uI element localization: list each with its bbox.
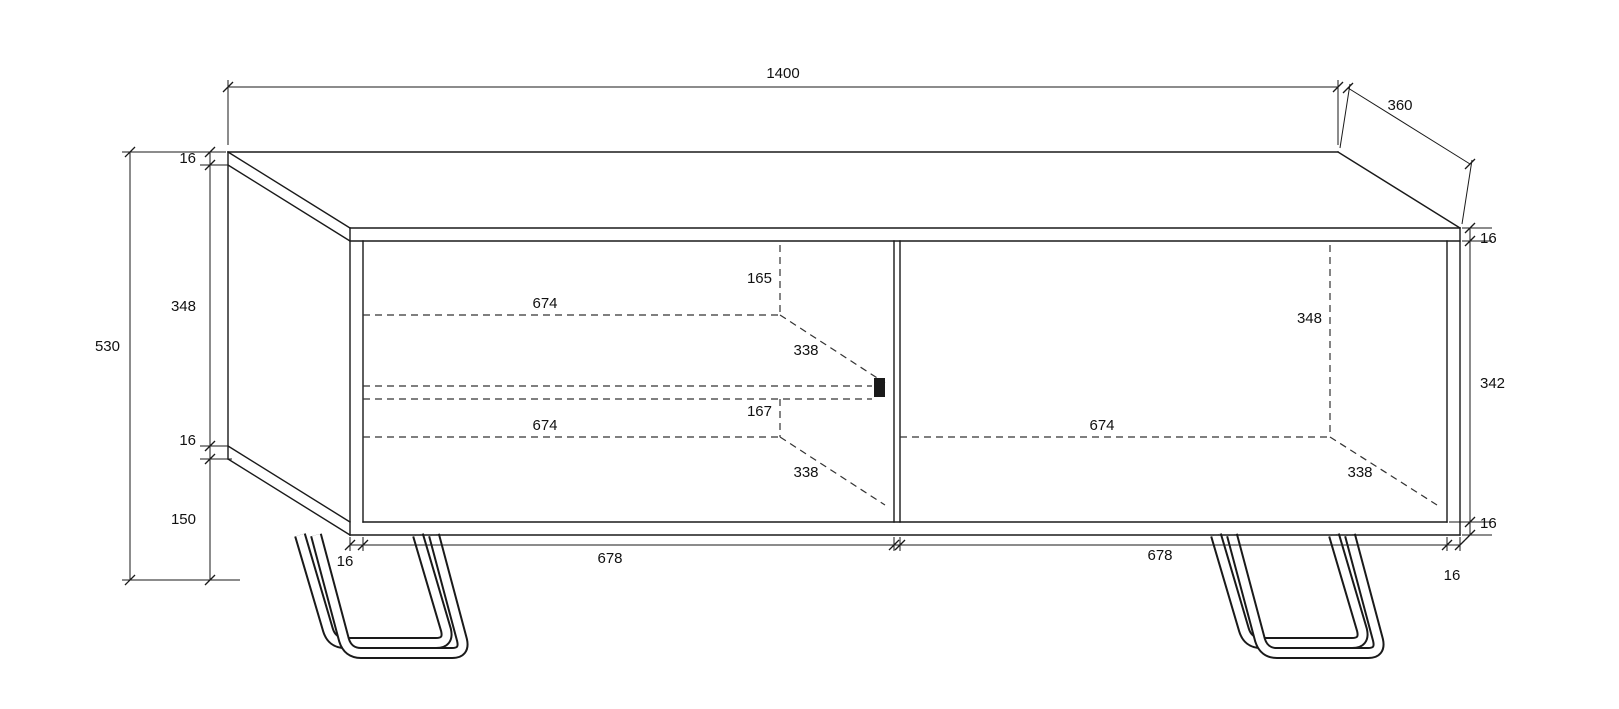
dim-label-right-opening-width: 678 <box>1147 547 1172 564</box>
dim-label-left-shelf-depth: 338 <box>793 342 818 359</box>
cabinet-front-face <box>349 227 1461 536</box>
dim-label-side-thickness-left: 16 <box>337 553 354 570</box>
dim-overall-width <box>222 80 1344 145</box>
dim-label-left-bottom-width: 674 <box>532 417 557 434</box>
dim-bottom-row <box>344 537 1466 551</box>
dim-label-overall-width: 1400 <box>766 65 799 82</box>
dim-label-left-top-gap: 165 <box>747 270 772 287</box>
dim-overall-height <box>122 146 240 586</box>
dim-label-left-bottom-depth: 338 <box>793 464 818 481</box>
left-leg <box>294 533 469 659</box>
cabinet-outline <box>227 151 1461 536</box>
dim-label-right-bottom-width: 674 <box>1089 417 1114 434</box>
dim-label-leg-height: 150 <box>171 511 196 528</box>
cabinet-top-face <box>227 151 1461 229</box>
dim-label-overall-height: 530 <box>95 338 120 355</box>
dim-label-back-interior-height: 348 <box>171 298 196 315</box>
dim-label-top-panel-thickness: 16 <box>179 150 196 167</box>
dim-label-right-interior-height: 348 <box>1297 310 1322 327</box>
dim-label-left-shelf-width: 674 <box>532 295 557 312</box>
right-leg <box>1210 533 1385 659</box>
dimension-labels: 1400 360 530 16 348 16 150 165 674 338 1… <box>95 65 1505 584</box>
dimension-lines <box>122 80 1492 586</box>
dim-right-stack <box>1449 222 1492 541</box>
hidden-interior-edges <box>363 245 1438 506</box>
cabinet-left-face <box>227 151 351 536</box>
dim-label-left-bottom-gap: 167 <box>747 403 772 420</box>
dim-label-front-top-thickness: 16 <box>1480 230 1497 247</box>
dim-label-front-bottom-thickness: 16 <box>1480 515 1497 532</box>
dim-left-stack <box>200 146 232 586</box>
dim-label-right-bottom-depth: 338 <box>1347 464 1372 481</box>
right-compartment-interior <box>900 245 1438 506</box>
dim-label-left-opening-width: 678 <box>597 550 622 567</box>
dim-label-front-interior-height: 342 <box>1480 375 1505 392</box>
dim-overall-depth <box>1339 82 1476 225</box>
shelf-front-edge-cap <box>874 378 885 397</box>
dim-label-side-thickness-right: 16 <box>1444 567 1461 584</box>
left-compartment-shelf <box>363 245 886 506</box>
dim-label-bottom-panel-thickness: 16 <box>179 432 196 449</box>
dim-label-overall-depth: 360 <box>1387 97 1412 114</box>
